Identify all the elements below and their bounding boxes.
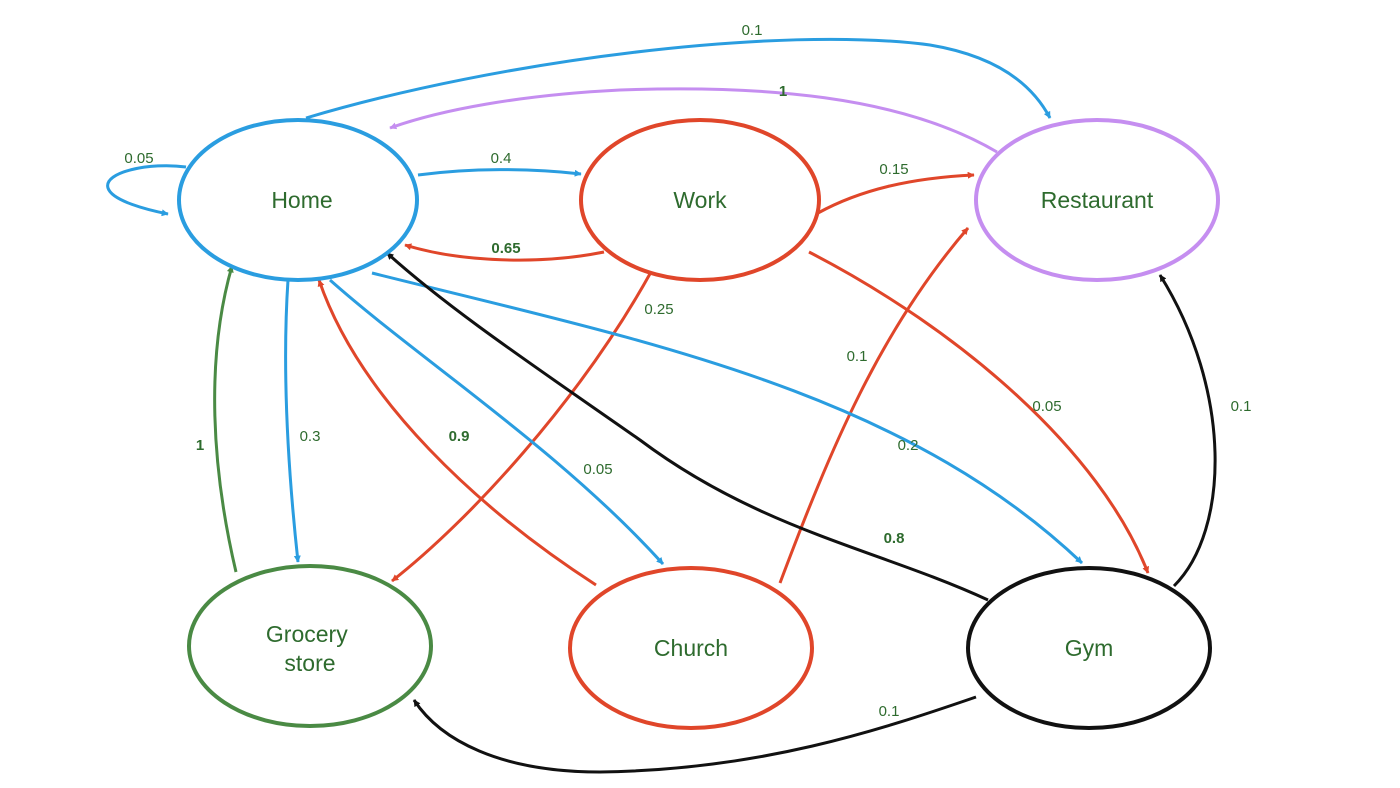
node-label-work: Work — [673, 187, 727, 213]
edge-label-restaurant-home: 1 — [779, 83, 787, 100]
edge-label-work-restaurant: 0.15 — [879, 161, 908, 178]
edge-label-gym-restaurant: 0.1 — [1231, 398, 1252, 415]
edge-gym-restaurant — [1158, 274, 1217, 588]
node-label-church: Church — [654, 635, 728, 661]
node-label-grocery-line1: Grocery — [266, 621, 348, 647]
edge-label-work-home: 0.65 — [491, 240, 520, 257]
edge-label-work-gym: 0.05 — [1032, 398, 1061, 415]
edge-label-gym-grocery: 0.1 — [879, 703, 900, 720]
edge-home-church — [329, 278, 665, 566]
node-home[interactable]: Home — [177, 118, 419, 282]
edge-home-work — [417, 168, 582, 177]
edge-work-grocery — [391, 271, 653, 583]
edge-gym-home — [385, 251, 989, 602]
edge-label-home-work: 0.4 — [491, 150, 512, 167]
edge-work-home — [404, 243, 605, 262]
node-label-gym: Gym — [1065, 635, 1114, 661]
edge-label-work-grocery: 0.25 — [644, 301, 673, 318]
edge-work-restaurant — [817, 171, 975, 215]
edges — [106, 37, 1217, 774]
edge-label-home-restaurant: 0.1 — [742, 22, 763, 39]
edge-label-gym-home: 0.8 — [884, 530, 905, 547]
edge-label-home-church: 0.05 — [583, 461, 612, 478]
node-work[interactable]: Work — [579, 118, 821, 282]
edge-home-home — [106, 164, 187, 217]
node-church[interactable]: Church — [568, 566, 814, 730]
edge-label-church-home: 0.9 — [449, 428, 470, 445]
edge-gym-grocery — [412, 695, 977, 774]
edge-grocery-home — [213, 265, 238, 573]
edge-label-home-home: 0.05 — [124, 150, 153, 167]
edge-labels: 0.05 0.4 0.1 1 0.15 0.65 0.25 0.05 0.1 0… — [124, 22, 1251, 720]
nodes: Home Work Restaurant Grocery store Churc… — [177, 118, 1220, 730]
edge-church-home — [317, 279, 597, 587]
edge-label-grocery-home: 1 — [196, 437, 204, 454]
edge-home-gym — [371, 271, 1084, 565]
node-gym[interactable]: Gym — [966, 566, 1212, 730]
edge-church-restaurant — [778, 227, 970, 584]
node-grocery-store[interactable]: Grocery store — [187, 564, 433, 728]
node-label-grocery-store: Grocery store — [266, 621, 354, 676]
edge-home-grocery — [284, 279, 301, 563]
edge-label-church-restaurant: 0.1 — [847, 348, 868, 365]
node-label-grocery-line2: store — [284, 650, 335, 676]
edge-home-restaurant — [305, 37, 1052, 120]
edge-label-home-gym: 0.2 — [898, 437, 919, 454]
node-label-home: Home — [271, 187, 332, 213]
node-restaurant[interactable]: Restaurant — [974, 118, 1220, 282]
edge-restaurant-home — [389, 87, 998, 154]
edge-label-home-grocery: 0.3 — [300, 428, 321, 445]
edge-work-gym — [808, 250, 1150, 574]
node-label-restaurant: Restaurant — [1041, 187, 1154, 213]
